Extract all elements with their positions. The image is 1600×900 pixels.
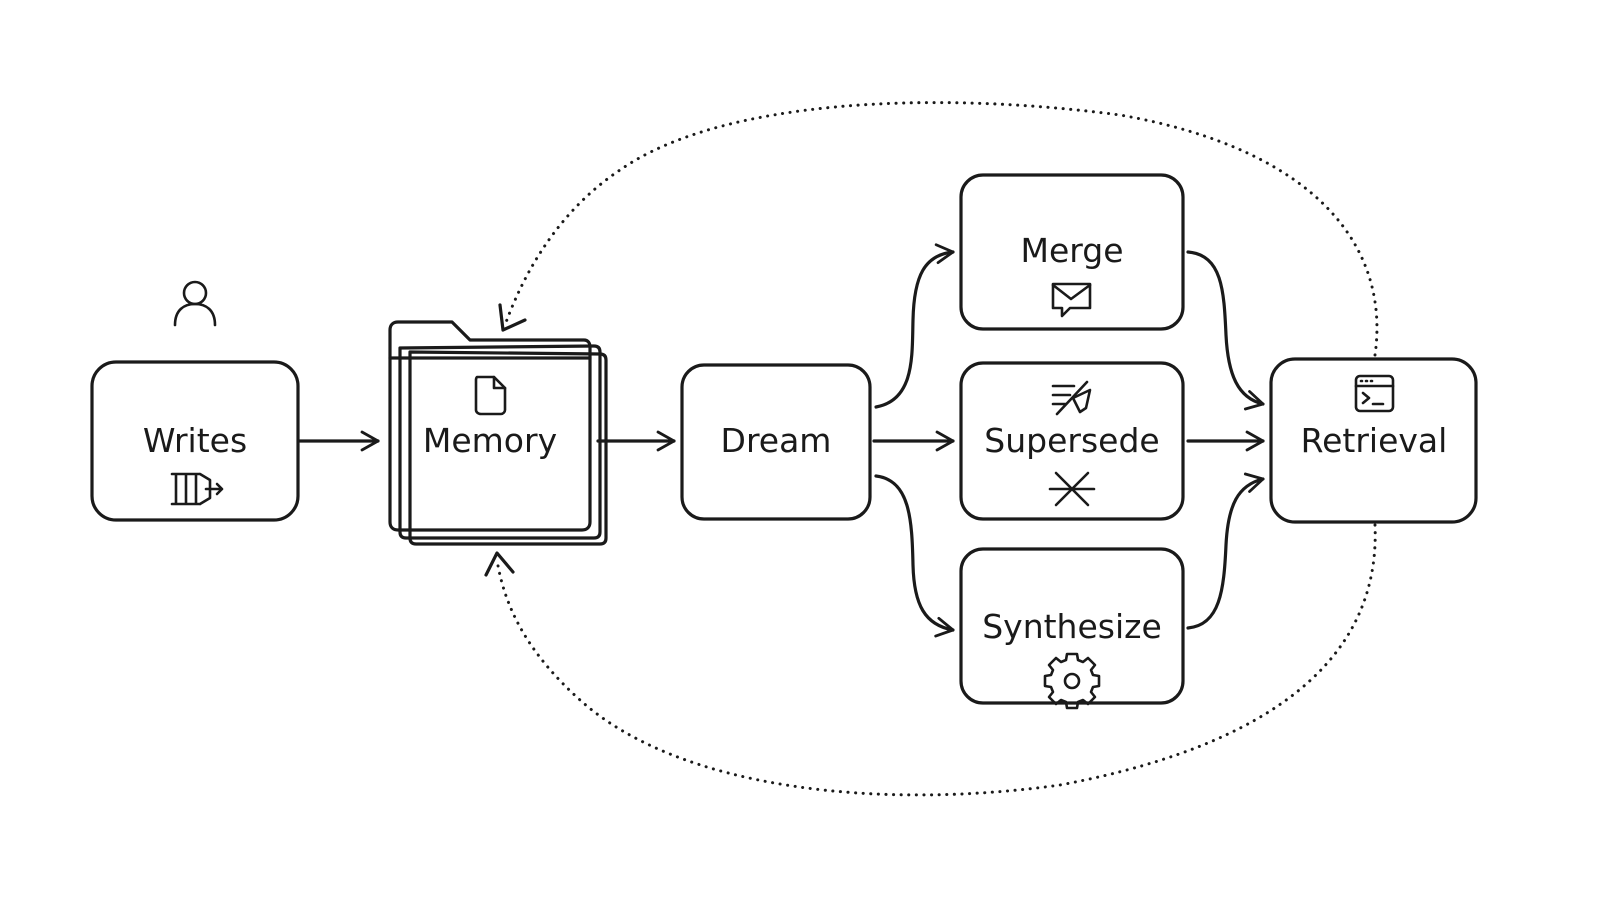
node-memory-label: Memory [423,421,557,460]
edge-dream-synthesize [874,474,955,638]
envelope-icon [1051,282,1092,318]
feedback-loop-bottom [495,523,1377,797]
node-supersede-label: Supersede [984,421,1159,460]
feedback-loop-top [503,101,1379,357]
user-icon [173,280,217,327]
node-memory[interactable]: Memory [388,320,608,546]
edge-synthesize-retrieval [1186,472,1265,630]
edge-dream-merge [874,243,955,409]
feedback-loop-top-arrowhead [498,303,527,332]
node-synthesize-label: Synthesize [982,607,1162,646]
node-merge[interactable]: Merge [959,173,1185,331]
node-writes[interactable]: Writes [90,360,300,522]
node-merge-label: Merge [1020,231,1123,270]
terminal-window-icon [1354,374,1395,413]
node-synthesize[interactable]: Synthesize [959,547,1185,710]
node-writes-label: Writes [143,421,247,460]
strike-arrow-icon [1051,380,1092,416]
node-dream-label: Dream [721,421,832,460]
write-input-icon [170,472,224,506]
node-dream[interactable]: Dream [680,363,872,521]
x-icon [1048,471,1096,507]
edge-merge-retrieval [1186,250,1265,411]
gear-icon [1043,652,1101,710]
node-retrieval-label: Retrieval [1301,421,1448,460]
feedback-loop-bottom-arrowhead [484,551,515,577]
node-supersede[interactable]: Supersede [959,361,1185,521]
document-icon [474,375,507,416]
node-retrieval[interactable]: Retrieval [1269,357,1478,524]
